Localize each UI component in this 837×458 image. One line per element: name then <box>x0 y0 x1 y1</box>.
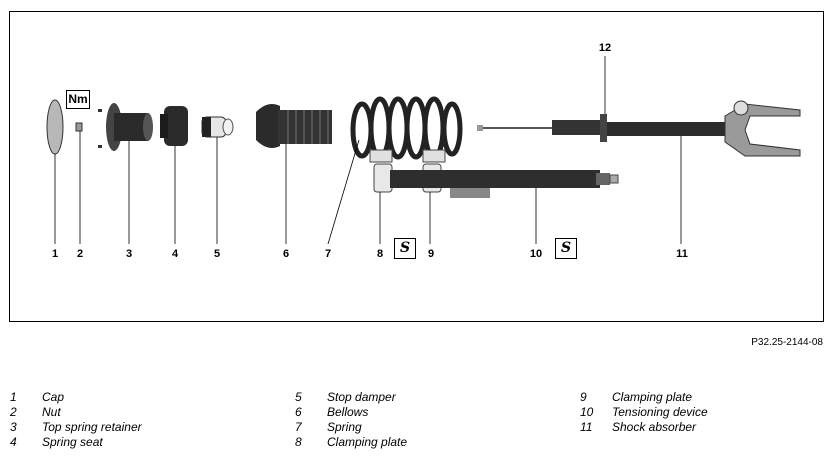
callout-4: 4 <box>171 248 179 260</box>
exploded-view-illustration <box>46 56 801 245</box>
nut-part <box>75 122 83 132</box>
callout-2: 2 <box>76 248 84 260</box>
callout-7: 7 <box>324 248 332 260</box>
top-spring-retainer-part <box>98 103 153 151</box>
callout-3: 3 <box>125 248 133 260</box>
callout-5: 5 <box>213 248 221 260</box>
figure-code: P32.25-2144-08 <box>751 337 823 348</box>
callout-6: 6 <box>282 248 290 260</box>
spring-part <box>350 96 463 160</box>
callout-8: 8 <box>376 248 384 260</box>
callout-10: 10 <box>529 248 543 260</box>
shock-absorber-part <box>477 100 801 157</box>
tool-badge-8: S <box>394 238 416 259</box>
diagram-frame: Nm S S 1 2 3 4 5 6 7 8 9 10 11 12 <box>9 11 824 322</box>
leader-lines <box>54 56 682 245</box>
callout-9: 9 <box>427 248 435 260</box>
callout-11: 11 <box>676 248 688 260</box>
torque-badge: Nm <box>66 90 90 109</box>
cap-part <box>46 99 64 155</box>
tool-badge-10: S <box>555 238 577 259</box>
spring-seat-part <box>160 106 188 146</box>
clamping-plate-8-part <box>369 149 393 193</box>
bellows-part <box>256 104 332 148</box>
tensioning-device-part <box>390 170 619 198</box>
stop-damper-part <box>201 116 234 138</box>
callout-1: 1 <box>51 248 59 260</box>
callout-12: 12 <box>598 42 612 54</box>
